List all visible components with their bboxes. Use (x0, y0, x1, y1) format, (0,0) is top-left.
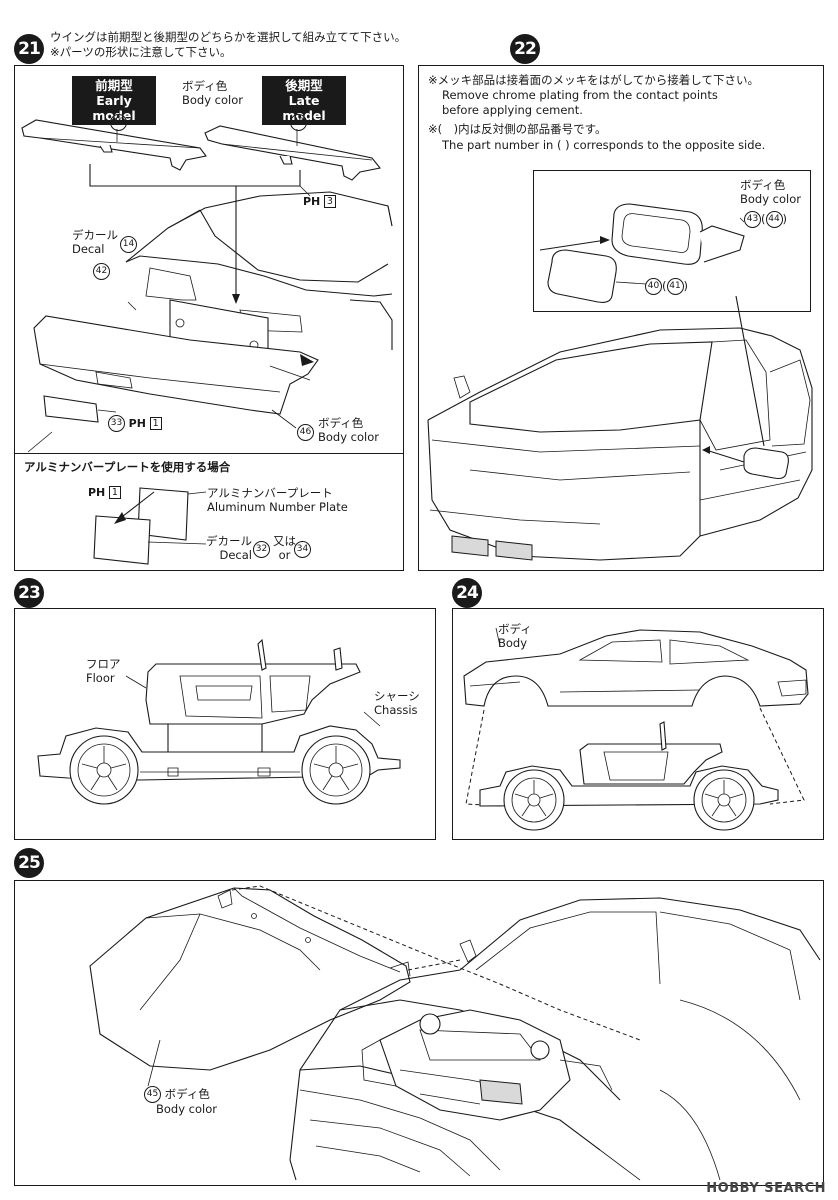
mirror-body-color-en: Body color (740, 192, 802, 206)
license-plate-part (43, 395, 117, 423)
late-wing-part (204, 125, 381, 181)
front-bumper-lights (299, 1089, 501, 1177)
wing-body-color-jp: ボディ色 (182, 79, 228, 93)
early-model-jp: 前期型 (95, 78, 133, 93)
aluminum-plate-jp: アルミナンバープレート (207, 486, 333, 500)
ph3-prefix: PH (303, 195, 321, 208)
part-33-callout: 33 (108, 415, 125, 432)
part-43-44-label: 43(44) (744, 211, 787, 228)
step-25-number: 25 (14, 848, 44, 878)
front-wheel (301, 735, 371, 805)
hood-body-color-jp: ボディ色 (164, 1087, 210, 1101)
mirror-body-color-jp: ボディ色 (740, 178, 786, 192)
part-48-late-callout: 48 (290, 114, 307, 131)
alu-decal-en: Decal (219, 548, 253, 562)
bumper-body-color-jp: ボディ色 (318, 416, 364, 430)
body-shell-part (463, 627, 809, 707)
step-23-number: 23 (14, 578, 44, 608)
part-34-callout: 34 (294, 541, 311, 558)
part-46-callout: 46 (297, 424, 314, 441)
floor-interior-part (125, 638, 361, 725)
mirror-mounted (743, 447, 789, 480)
part-32-callout: 32 (253, 541, 270, 558)
wing-body-color-label: ボディ色 Body color (182, 79, 243, 107)
decal-en: Decal (72, 242, 105, 256)
ph3-label: PH 3 (303, 194, 336, 209)
wing-body-color-en: Body color (182, 93, 244, 107)
alu-ph1-prefix: PH (88, 486, 106, 499)
rear-bumper-part (33, 315, 319, 415)
mirror-housing-part (611, 203, 745, 265)
step-22-note1-en1: Remove chrome plating from the contact p… (442, 88, 718, 102)
or-jp: 又は (273, 534, 296, 548)
step-22-note1-en2: before applying cement. (442, 103, 583, 117)
car-body-rear (125, 191, 393, 350)
ph3-number: 3 (323, 195, 336, 208)
step-22-note1-jp: ※メッキ部品は接着面のメッキをはがしてから接着して下さい。 (428, 73, 759, 87)
floor-en: Floor (86, 671, 115, 685)
body-label: ボディ Body (498, 622, 532, 650)
body-en: Body (498, 636, 528, 650)
alu-decal-jp: デカール (206, 534, 252, 548)
chassis-front-wheel (693, 769, 755, 831)
decal-jp: デカール (72, 228, 118, 242)
part-45-callout: 45 (144, 1086, 161, 1103)
part-44-callout: 44 (765, 211, 783, 228)
bumper-body-color-en: Body color (318, 430, 380, 444)
decal-14-label: デカール Decal (72, 228, 118, 256)
part-40-41-label: 40(41) (645, 278, 688, 295)
floor-label: フロア Floor (86, 657, 121, 685)
step-22-number: 22 (510, 34, 540, 64)
part-41-callout: 41 (666, 278, 684, 295)
mirror-glass-part (547, 249, 647, 303)
chassis-en: Chassis (374, 703, 418, 717)
ph1-prefix: PH (128, 417, 146, 430)
alu-decal-label: デカール Decal (206, 534, 252, 562)
watermark: HOBBY SEARCH (706, 1181, 826, 1196)
aluminum-plate-label: アルミナンバープレート Aluminum Number Plate (207, 486, 348, 514)
step-21-note-line1: ウイングは前期型と後期型のどちらかを選択して組み立てて下さい。 (50, 30, 407, 44)
part-42-callout: 42 (93, 263, 110, 280)
mirror-body-color-label: ボディ色 Body color (740, 178, 801, 206)
step-22-panel (418, 65, 824, 571)
rear-wheel (69, 735, 139, 805)
engine-block (361, 1009, 613, 1121)
bumper-body-color-label: ボディ色 Body color (318, 416, 379, 444)
or-en: or (278, 548, 291, 562)
step-21-note-line2: ※パーツの形状に注意して下さい。 (50, 45, 232, 59)
alu-ph1-number: 1 (108, 486, 121, 499)
part-40-callout: 40 (645, 278, 662, 295)
or-label: 又は or (273, 534, 296, 562)
chassis-jp: シャーシ (374, 689, 420, 703)
part-14-callout: 14 (120, 236, 137, 253)
early-wing-part (21, 119, 207, 171)
ph1-number: 1 (149, 417, 162, 430)
step-21-number: 21 (14, 34, 44, 64)
part-33-ph1-label: 33 PH 1 (108, 415, 162, 432)
aluminum-plate-heading: アルミナンバープレートを使用する場合 (24, 460, 231, 474)
aluminum-plate-part (93, 487, 207, 565)
part-43-callout: 43 (744, 211, 761, 228)
alu-ph1-label: PH 1 (88, 485, 121, 500)
part-48-early-callout: 48 (110, 114, 127, 131)
hood-part (89, 887, 411, 1087)
hood-body-color-en: Body color (156, 1102, 218, 1116)
hood-callout-label: 45 ボディ色 (144, 1086, 210, 1103)
late-model-jp: 後期型 (285, 78, 323, 93)
chassis-rear-wheel (503, 769, 565, 831)
floor-jp: フロア (86, 657, 121, 671)
step-24-number: 24 (452, 578, 482, 608)
aluminum-plate-divider (14, 453, 404, 454)
aluminum-plate-en: Aluminum Number Plate (207, 500, 348, 514)
chassis-label: シャーシ Chassis (374, 689, 420, 717)
body-jp: ボディ (498, 622, 532, 636)
step-22-note2-jp: ※( )内は反対側の部品番号です。 (428, 122, 607, 136)
step-22-note2-en: The part number in ( ) corresponds to th… (442, 138, 766, 152)
